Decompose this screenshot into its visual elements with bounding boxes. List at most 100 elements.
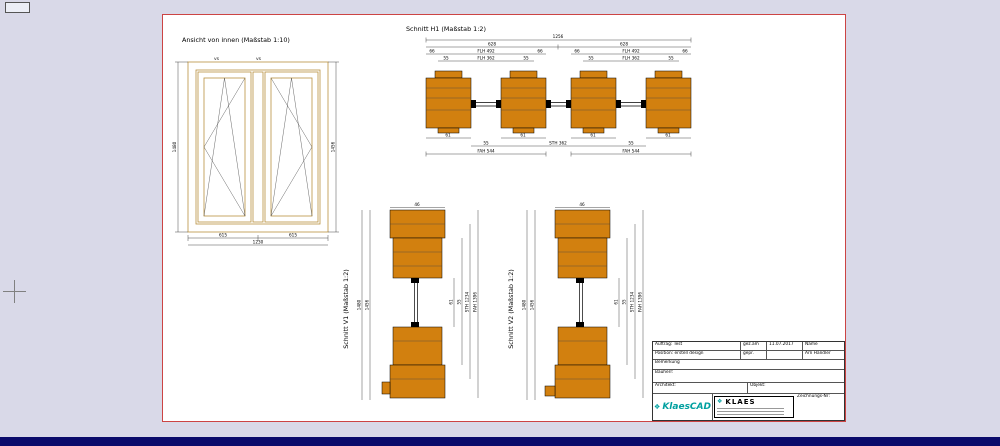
front-view-title: Ansicht von innen (Maßstab 1:10) bbox=[182, 36, 290, 44]
titleblock-auftrag: Auftrag: Test bbox=[653, 342, 741, 351]
profile-cluster-bottom bbox=[544, 326, 611, 399]
dim-label: 66 bbox=[429, 49, 435, 54]
dim-label: 55 bbox=[668, 56, 674, 61]
section-v1-drawing: Schnitt V1 (Maßstab 1:2) 1480 1456 46 bbox=[342, 202, 479, 400]
klaescad-diamond-icon: ❖ bbox=[654, 402, 661, 411]
dim-label: 61 bbox=[590, 133, 596, 138]
dim-label: 55 bbox=[622, 299, 627, 305]
titleblock-objekt: Objekt: bbox=[748, 383, 844, 394]
dim-label: 61 bbox=[449, 299, 454, 305]
section-v1-dimensions-right: 61 55 STH 1234 FAH 1396 bbox=[449, 210, 479, 398]
klaes-logo: ❖ KLAES bbox=[717, 398, 791, 406]
titleblock-bauherr: Bauherr: bbox=[653, 370, 844, 383]
section-v2-drawing: Schnitt V2 (Maßstab 1:2) 1480 1456 46 bbox=[507, 202, 644, 400]
titleblock-name-label: Name bbox=[803, 342, 844, 351]
dim-label: FLH 362 bbox=[477, 56, 495, 61]
profile-cluster bbox=[570, 70, 617, 134]
tilt-turn-symbol-right bbox=[270, 77, 313, 217]
dim-label: 61 bbox=[665, 133, 671, 138]
glazing-unit bbox=[576, 278, 584, 327]
dim-label: FLH 492 bbox=[477, 49, 495, 54]
dim-label: 55 bbox=[443, 56, 449, 61]
glazing-unit bbox=[471, 100, 501, 108]
section-v2-dimensions-right: 61 55 STH 1234 FAH 1396 bbox=[614, 210, 644, 398]
titleblock-position: Position: erstell design bbox=[653, 351, 741, 360]
dim-label: 1480 bbox=[357, 299, 362, 310]
section-h1-title: Schnitt H1 (Maßstab 1:2) bbox=[406, 25, 486, 33]
profile-cluster bbox=[425, 70, 472, 134]
klaescad-logo-cell: ❖ KlaesCAD bbox=[653, 394, 713, 420]
dim-label: 1456 bbox=[331, 141, 336, 152]
klaes-address-line bbox=[717, 407, 784, 410]
dim-label: 55 bbox=[523, 56, 529, 61]
dim-label: 66 bbox=[682, 49, 688, 54]
dim-label: 55 bbox=[483, 141, 489, 146]
dim-label: 46 bbox=[414, 202, 420, 207]
dim-label: 1230 bbox=[253, 240, 264, 245]
title-block: Auftrag: Test gez.am 11.07.2017 Name Pos… bbox=[652, 341, 845, 421]
dim-label: 55 bbox=[628, 141, 634, 146]
dim-label: 66 bbox=[574, 49, 580, 54]
section-h1-dimensions-bottom: 61 61 61 61 55 STH 362 55 FAH 544 FAH 54… bbox=[425, 133, 692, 157]
dim-label: FAH 544 bbox=[477, 149, 495, 154]
dim-label: FAH 1396 bbox=[638, 292, 643, 312]
dim-label: 55 bbox=[588, 56, 594, 61]
profile-cluster-top bbox=[389, 209, 446, 279]
dim-label: 61 bbox=[445, 133, 451, 138]
section-v2-dimensions-left: 1480 1456 bbox=[522, 210, 536, 400]
klaes-address-line bbox=[717, 410, 784, 413]
section-v1-dimensions-left: 1480 1456 bbox=[357, 210, 371, 400]
dim-label: 1456 bbox=[530, 299, 535, 310]
dim-label: 55 bbox=[457, 299, 462, 305]
section-v1-title: Schnitt V1 (Maßstab 1:2) bbox=[342, 269, 350, 349]
dim-label: FAH 1396 bbox=[473, 292, 478, 312]
klaes-logo-text: KLAES bbox=[725, 398, 756, 406]
glazing-unit bbox=[411, 278, 419, 327]
window-front-view: VS VS bbox=[187, 56, 329, 233]
titleblock-architekt: Architekt: bbox=[653, 383, 748, 394]
klaes-company-box: ❖ KLAES bbox=[714, 396, 794, 418]
profile-cluster bbox=[500, 70, 547, 134]
dim-label: FAH 544 bbox=[622, 149, 640, 154]
dim-label: 1456 bbox=[365, 299, 370, 310]
dim-label: 615 bbox=[289, 233, 297, 238]
tilt-turn-symbol-left bbox=[203, 77, 246, 217]
titleblock-gez-label: gez.am bbox=[741, 342, 767, 351]
dim-label: FLH 362 bbox=[622, 56, 640, 61]
titleblock-zeichnungsnr: Zeichnungs-Nr: bbox=[797, 394, 830, 399]
titleblock-name-value: Arn Handler bbox=[803, 351, 844, 360]
dim-label: 628 bbox=[488, 42, 496, 47]
dim-label: 66 bbox=[537, 49, 543, 54]
glazing-unit bbox=[546, 100, 571, 108]
sash-label-right: VS bbox=[256, 56, 262, 61]
sash-label-left: VS bbox=[214, 56, 220, 61]
klaescad-logo-text: KlaesCAD bbox=[662, 401, 711, 412]
dim-label: STH 1234 bbox=[465, 291, 470, 312]
section-h1-drawing: Schnitt H1 (Maßstab 1:2) 1256 628 628 66… bbox=[406, 25, 692, 157]
titleblock-gez-date: 11.07.2017 bbox=[767, 342, 803, 351]
front-view-dimensions: 1480 1456 615 615 1230 bbox=[172, 61, 339, 246]
dim-label: 615 bbox=[219, 233, 227, 238]
titleblock-bemerkung: Bemerkung bbox=[653, 360, 844, 370]
dim-label: 61 bbox=[520, 133, 526, 138]
dim-label: 61 bbox=[614, 299, 619, 305]
dim-label: STH 362 bbox=[549, 141, 567, 146]
dim-label: 1480 bbox=[172, 141, 177, 152]
titleblock-gepr-label: gepr. bbox=[741, 351, 767, 360]
klaes-diamond-icon: ❖ bbox=[717, 397, 724, 405]
dim-label: 1480 bbox=[522, 299, 527, 310]
front-view-drawing: Ansicht von innen (Maßstab 1:10) VS bbox=[172, 36, 339, 246]
dim-label: 1256 bbox=[553, 34, 564, 39]
dim-label: FLH 492 bbox=[622, 49, 640, 54]
dim-label: 628 bbox=[620, 42, 628, 47]
profile-cluster-top bbox=[554, 209, 611, 279]
taskbar-strip bbox=[0, 437, 1000, 446]
klaes-address-line bbox=[717, 413, 784, 416]
profile-cluster-bottom bbox=[381, 326, 446, 399]
profile-cluster bbox=[645, 70, 692, 134]
klaescad-logo: ❖ KlaesCAD bbox=[654, 402, 711, 412]
section-h1-dimensions-top: 1256 628 628 66 FLH 492 66 66 FLH 492 66… bbox=[425, 34, 692, 62]
dim-label: 46 bbox=[579, 202, 585, 207]
titleblock-gepr-date bbox=[767, 351, 803, 360]
